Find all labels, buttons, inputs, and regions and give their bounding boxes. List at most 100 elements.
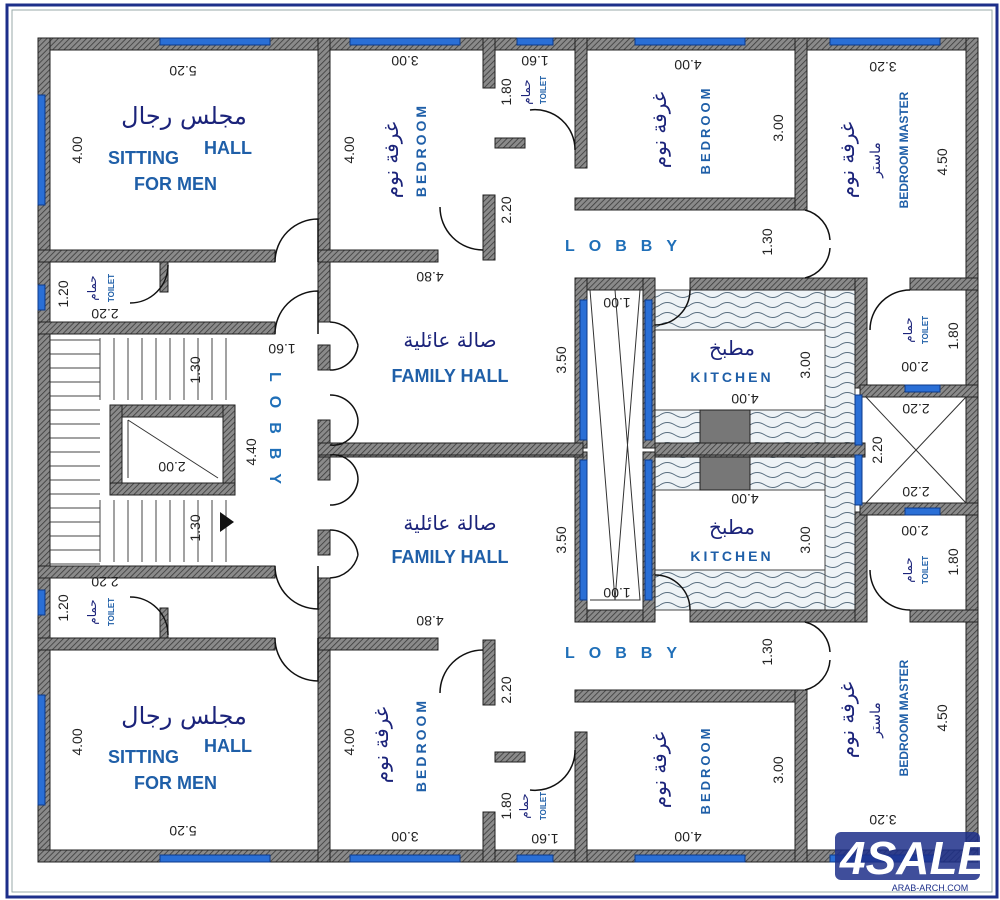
light-well-void	[865, 396, 967, 504]
elevator-wall	[109, 482, 236, 496]
stove	[699, 409, 751, 446]
stove	[699, 454, 751, 491]
interior-wall	[317, 529, 331, 556]
room-label-ar: حمام	[519, 79, 533, 104]
window	[634, 854, 746, 863]
lobby-bottom: LOBBY 2.20 1.30	[498, 638, 775, 703]
dimension: 3.00	[391, 53, 418, 69]
dimension: 2.20	[91, 574, 118, 590]
interior-wall	[482, 194, 496, 261]
dimension: 4.00	[341, 136, 357, 163]
dimension: 3.20	[869, 59, 896, 75]
dimension: 2.00	[901, 359, 928, 375]
room-label-en: TOILET	[539, 76, 548, 104]
dimension: 4.00	[674, 57, 701, 73]
room-label-en: FAMILY HALL	[391, 366, 508, 386]
room-label-ar: صالة عائلية	[403, 328, 496, 352]
dimension: 1.60	[521, 53, 548, 69]
interior-wall	[159, 261, 169, 293]
door-swing	[869, 289, 911, 331]
dimension: 4.00	[731, 391, 758, 407]
window	[37, 94, 46, 206]
dimension: 3.00	[391, 829, 418, 845]
room-label-ar: غرفة نوم	[379, 122, 403, 198]
room-label-ar: مطبخ	[709, 515, 755, 539]
dimension: 3.50	[553, 346, 569, 373]
door-swing	[804, 621, 831, 691]
room-label-en: FOR MEN	[134, 773, 217, 793]
dimension: 4.40	[243, 438, 259, 465]
interior-wall	[482, 639, 496, 706]
room-label-en: FAMILY HALL	[391, 547, 508, 567]
shaft-void	[589, 289, 641, 601]
family-hall-bottom: صالة عائلية FAMILY HALL 4.80 3.50	[391, 511, 569, 629]
interior-wall	[794, 37, 808, 211]
interior-wall	[317, 344, 331, 371]
bottom-unit: مجلس رجال HALL SITTING FOR MEN 5.20 4.00…	[55, 491, 961, 847]
window	[579, 459, 588, 601]
interior-wall	[37, 321, 276, 335]
dimension: 5.20	[169, 823, 196, 839]
toilet-left-bottom: حمام TOILET 2.20 1.20	[55, 574, 119, 626]
dimension: 2.20	[91, 306, 118, 322]
interior-wall	[574, 689, 806, 703]
light-well: 2.20 2.20 2.20	[869, 401, 930, 500]
room-label-en: BEDROOM MASTER	[897, 91, 911, 208]
dimension: 1.20	[55, 594, 71, 621]
interior-wall	[909, 277, 979, 291]
interior-wall	[159, 607, 169, 639]
shaft-dimension: 1.00	[603, 585, 630, 601]
doors	[129, 108, 911, 792]
interior-wall	[574, 197, 806, 211]
dimension: 1.80	[498, 78, 514, 105]
toilet-left-top: حمام TOILET 2.20 1.20	[55, 274, 119, 322]
kitchen-top: مطبخ KITCHEN 4.00 3.00	[690, 336, 813, 407]
kitchen-bottom: مطبخ KITCHEN 4.00 3.00	[690, 491, 813, 564]
door-swing	[804, 209, 831, 279]
window	[904, 384, 941, 393]
door-swing	[869, 569, 911, 611]
room-label-en: BEDROOM MASTER	[897, 659, 911, 776]
interior-wall	[794, 689, 808, 863]
door-swing	[439, 649, 484, 694]
drawing-frame	[5, 3, 999, 899]
dimension: 3.00	[770, 756, 786, 783]
watermark-brand: 4SALE	[839, 832, 990, 884]
window	[37, 284, 46, 311]
watermark-site: ARAB-ARCH.COM	[892, 883, 969, 893]
elevator-wall	[109, 404, 123, 496]
sitting-hall-bottom: مجلس رجال HALL SITTING FOR MEN 5.20 4.00	[69, 702, 252, 839]
window	[349, 37, 461, 46]
dimension: 1.30	[759, 638, 775, 665]
room-label-en: KITCHEN	[690, 369, 773, 385]
sitting-hall-top: مجلس رجال HALL SITTING FOR MEN 5.20 4.00	[69, 63, 252, 194]
room-label-en: BEDROOM	[698, 726, 713, 815]
shaft-dimension: 1.00	[603, 295, 630, 311]
interior-wall	[37, 637, 276, 651]
toilet-bottom: حمام TOILET 1.60 1.80	[498, 792, 559, 847]
interior-wall	[574, 731, 588, 863]
kitchen-counter	[824, 289, 856, 446]
dimension: 2.00	[901, 523, 928, 539]
window	[644, 459, 653, 601]
window	[516, 37, 554, 46]
interior-wall	[854, 277, 868, 389]
dimension: 3.00	[797, 526, 813, 553]
dimension: 1.80	[945, 322, 961, 349]
interior-wall	[654, 442, 866, 456]
window	[644, 299, 653, 441]
dimension: 2.20	[902, 401, 929, 417]
room-label-ar: مطبخ	[709, 336, 755, 360]
room-label-en: TOILET	[107, 598, 116, 626]
interior-wall	[689, 609, 861, 623]
interior-wall	[574, 37, 588, 169]
interior-wall	[317, 249, 439, 263]
dimension: 4.00	[674, 829, 701, 845]
dimension: 4.00	[69, 728, 85, 755]
bedroom-1-bottom: غرفة نوم BEDROOM 3.00 4.00	[341, 698, 429, 845]
dimension: 2.20	[498, 196, 514, 223]
window	[579, 299, 588, 441]
top-unit: مجلس رجال HALL SITTING FOR MEN 5.20 4.00…	[55, 53, 961, 407]
door-swing	[439, 206, 484, 251]
room-label-en: FOR MEN	[134, 174, 217, 194]
